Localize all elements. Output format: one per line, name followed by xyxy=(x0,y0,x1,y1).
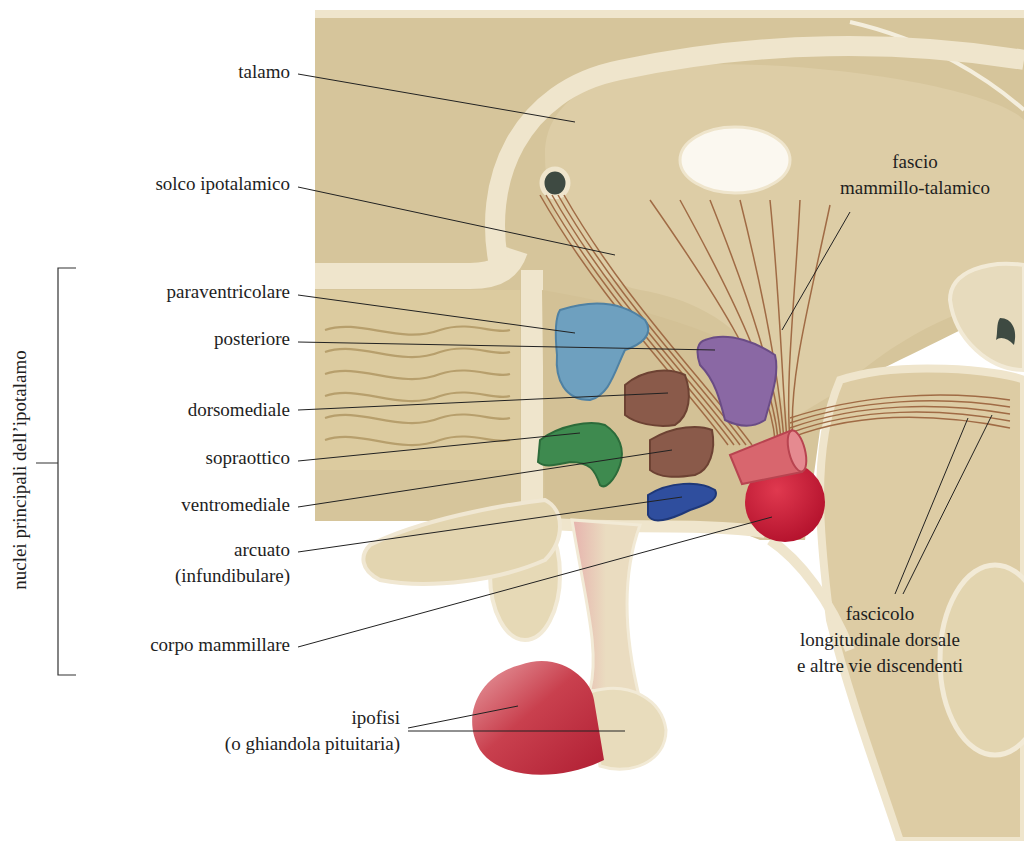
label-line: talamo xyxy=(238,59,290,85)
part-label: dorsomediale xyxy=(188,397,290,423)
part-label: paraventricolare xyxy=(167,279,290,305)
label-line: fascicolo xyxy=(797,601,963,627)
label-line: corpo mammillare xyxy=(150,632,290,658)
label-line: sopraottico xyxy=(206,445,290,471)
label-line: posteriore xyxy=(214,326,290,352)
label-line: (infundibulare) xyxy=(175,563,290,589)
label-line: mammillo-talamico xyxy=(840,175,990,201)
part-label: corpo mammillare xyxy=(150,632,290,658)
part-label: solco ipotalamico xyxy=(155,171,290,197)
label-line: e altre vie discendenti xyxy=(797,653,963,679)
part-label: sopraottico xyxy=(206,445,290,471)
label-line: longitudinale dorsale xyxy=(797,627,963,653)
part-label: talamo xyxy=(238,59,290,85)
label-line: fascio xyxy=(840,149,990,175)
part-label: fascio mammillo-talamico xyxy=(840,149,990,201)
label-line: nuclei principali dell’ipotalamo xyxy=(7,350,33,590)
part-label: ipofisi (o ghiandola pituitaria) xyxy=(225,705,400,757)
part-label: posteriore xyxy=(214,326,290,352)
part-label: ventromediale xyxy=(181,492,290,518)
leader-lines xyxy=(298,74,992,731)
label-line: ipofisi xyxy=(225,705,400,731)
bracket xyxy=(36,268,76,675)
group-label: nuclei principali dell’ipotalamo xyxy=(7,350,33,590)
label-line: (o ghiandola pituitaria) xyxy=(225,731,400,757)
label-line: solco ipotalamico xyxy=(155,171,290,197)
label-line: dorsomediale xyxy=(188,397,290,423)
part-label: fascicolo longitudinale dorsale e altre … xyxy=(797,601,963,679)
label-line: paraventricolare xyxy=(167,279,290,305)
label-line: arcuato xyxy=(175,537,290,563)
label-line: ventromediale xyxy=(181,492,290,518)
part-label: arcuato (infundibulare) xyxy=(175,537,290,589)
